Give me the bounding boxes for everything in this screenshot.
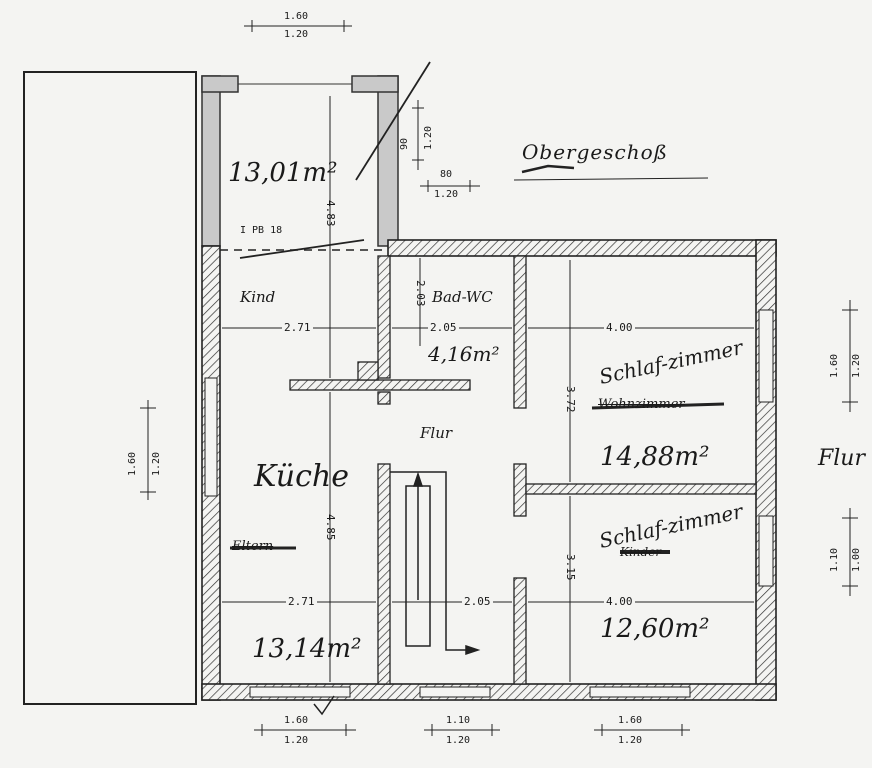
opening-bottom-right-b: 1.20 xyxy=(618,735,643,746)
opening-kind-right-b: 1.20 xyxy=(423,125,434,150)
room-kind-area: 13,01m² xyxy=(228,158,338,188)
opening-kind-right-a: 90 xyxy=(399,137,410,150)
opening-bottom-mid-a: 1.10 xyxy=(446,715,471,726)
pen-strokes xyxy=(230,61,725,716)
room-schlaf2-area: 12,60m² xyxy=(600,614,710,644)
room-kind-name: Kind xyxy=(240,288,276,306)
plan-title: Obergeschoß xyxy=(522,140,668,164)
opening-bottom-mid-b: 1.20 xyxy=(446,735,471,746)
opening-right-lower-b: 1.00 xyxy=(851,547,862,572)
dim-kind-width: 2.71 xyxy=(282,321,313,334)
dim-bad-width: 2.05 xyxy=(428,321,459,334)
opening-left-a: 1.60 xyxy=(127,451,138,476)
opening-door-small-a: 80 xyxy=(440,169,453,180)
margin-note-flur: Flur xyxy=(818,446,865,471)
opening-door-small-b: 1.20 xyxy=(434,189,459,200)
inner-walls xyxy=(289,255,757,685)
room-schlaf2-struck: Kinder xyxy=(620,545,662,559)
room-kueche-struck: Eltern xyxy=(232,539,274,554)
room-schlaf1-area: 14,88m² xyxy=(600,442,710,472)
room-kueche-name: Küche xyxy=(254,459,349,494)
room-flur-name: Flur xyxy=(420,424,453,442)
dim-bad-height: 2.03 xyxy=(414,280,427,307)
opening-right-upper-b: 1.20 xyxy=(851,353,862,378)
opening-bottom-left-a: 1.60 xyxy=(284,715,309,726)
room-schlaf1-struck: Wohnzimmer xyxy=(598,397,685,412)
dim-schlaf1-height: 3.72 xyxy=(564,386,577,413)
kind-wall-grey xyxy=(201,75,399,247)
opening-top-b: 1.20 xyxy=(284,29,309,40)
dimension-lines xyxy=(140,20,858,736)
room-kueche-area: 13,14m² xyxy=(252,634,362,664)
dim-kueche-width: 2.71 xyxy=(286,595,317,608)
opening-top-a: 1.60 xyxy=(284,11,309,22)
adjacent-building xyxy=(23,71,197,705)
room-bad-name: Bad-WC xyxy=(432,288,493,306)
opening-right-upper-a: 1.60 xyxy=(829,353,840,378)
window-openings xyxy=(204,309,774,698)
opening-left-b: 1.20 xyxy=(151,451,162,476)
dim-schlaf2-width: 4.00 xyxy=(604,595,635,608)
opening-bottom-right-a: 1.60 xyxy=(618,715,643,726)
dim-kind-height: 4.83 xyxy=(324,200,337,227)
dim-schlaf1-width: 4.00 xyxy=(604,321,635,334)
level-label: I PB 18 xyxy=(240,225,283,236)
opening-right-lower-a: 1.10 xyxy=(829,547,840,572)
staircase xyxy=(390,471,481,656)
room-bad-area: 4,16m² xyxy=(428,342,500,366)
dim-flur-width: 2.05 xyxy=(462,595,493,608)
opening-bottom-left-b: 1.20 xyxy=(284,735,309,746)
dim-schlaf2-height: 3.15 xyxy=(564,554,577,581)
dim-kueche-height: 4.85 xyxy=(324,514,337,541)
